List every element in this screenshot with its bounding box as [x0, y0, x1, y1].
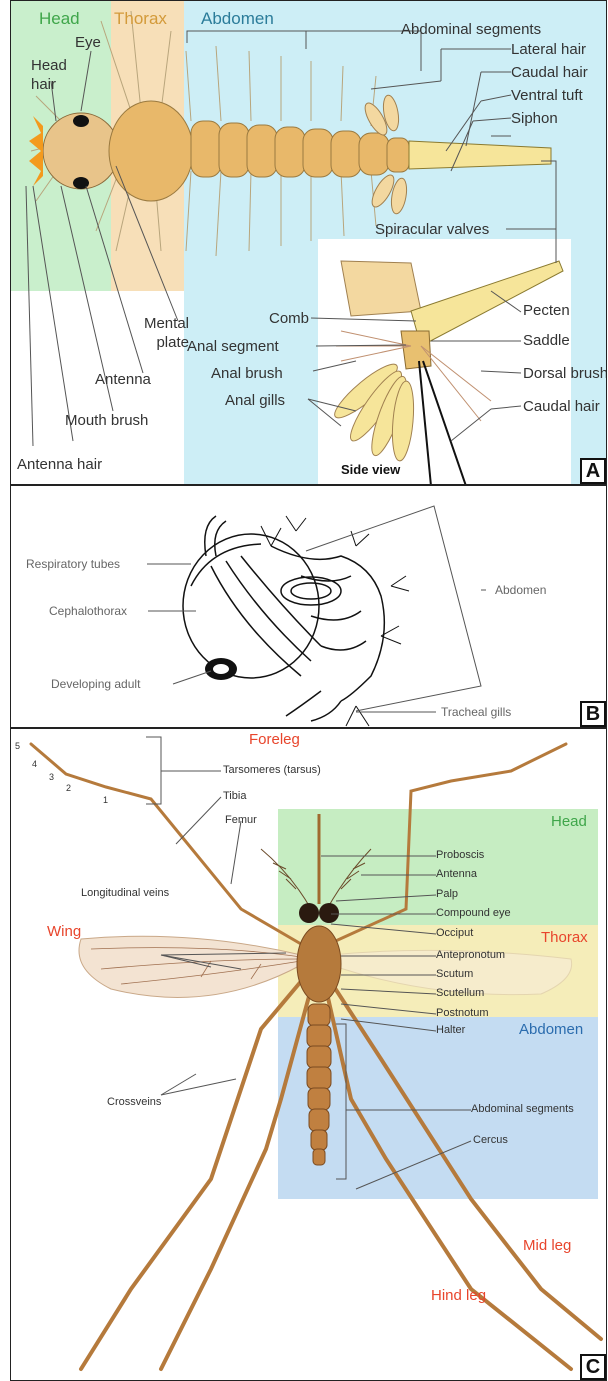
abdominal-segments-label: Abdominal segments — [401, 21, 541, 38]
anal-gills-label: Anal gills — [225, 392, 285, 409]
adult-mosquito-drawing — [11, 729, 607, 1381]
tarsus-number-4: 4 — [32, 759, 37, 769]
foreleg-label: Foreleg — [249, 731, 300, 748]
crossveins-label: Crossveins — [107, 1096, 161, 1108]
panel-b-badge: B — [580, 701, 606, 727]
tarsus-number-1: 1 — [103, 795, 108, 805]
head-region-label: Head — [39, 9, 80, 29]
palp-label: Palp — [436, 888, 458, 900]
panel-b-pupa: Respiratory tubes Cephalothorax Developi… — [10, 485, 607, 728]
thorax-region-label: Thorax — [541, 929, 588, 946]
tarsus-number-2: 2 — [66, 783, 71, 793]
head-region-label: Head — [551, 813, 587, 830]
abdomen-label: Abdomen — [495, 583, 546, 597]
comb-label: Comb — [269, 310, 309, 327]
panel-a-larva: Head Thorax Abdomen Eye Head hair Abdomi… — [10, 0, 607, 485]
panel-c-badge: C — [580, 1354, 606, 1380]
lateral-hair-label: Lateral hair — [511, 41, 586, 58]
abdomen-region-label: Abdomen — [519, 1021, 583, 1038]
pecten-label: Pecten — [523, 302, 570, 319]
halter-label: Halter — [436, 1024, 465, 1036]
saddle-label: Saddle — [523, 332, 570, 349]
caudal-hair-top-label: Caudal hair — [511, 64, 588, 81]
tracheal-gills-label: Tracheal gills — [441, 705, 511, 719]
panel-a-badge: A — [580, 458, 606, 484]
mental-plate-label: Mental plate — [129, 314, 189, 352]
mouth-brush-label: Mouth brush — [65, 412, 148, 429]
scutum-label: Scutum — [436, 968, 473, 980]
panel-c-adult: Foreleg Wing Mid leg Hind leg 5 4 3 2 1 … — [10, 728, 607, 1381]
wing-label: Wing — [47, 923, 81, 940]
tarsus-number-3: 3 — [49, 772, 54, 782]
spiracular-valves-label: Spiracular valves — [375, 221, 489, 238]
wing-left — [79, 936, 301, 997]
tibia-label: Tibia — [223, 790, 246, 802]
antenna-label: Antenna — [436, 868, 477, 880]
compound-eye-mark — [299, 903, 319, 923]
tarsus-number-5: 5 — [15, 741, 20, 751]
mid-leg-label: Mid leg — [523, 1237, 571, 1254]
siphon-label: Siphon — [511, 110, 558, 127]
cercus-label: Cercus — [473, 1134, 508, 1146]
femur-label: Femur — [225, 814, 257, 826]
thorax-region-label: Thorax — [114, 9, 167, 29]
side-view-label: Side view — [341, 462, 400, 477]
postnotum-label: Postnotum — [436, 1007, 489, 1019]
occiput-label: Occiput — [436, 927, 473, 939]
eye-label: Eye — [75, 34, 101, 51]
eye-mark — [73, 115, 89, 127]
dorsal-brush-label: Dorsal brush — [523, 365, 607, 382]
longitudinal-veins-label: Longitudinal veins — [81, 887, 169, 899]
hind-leg-label: Hind leg — [431, 1287, 486, 1304]
head-hair-label: Head hair — [31, 56, 71, 94]
ventral-tuft-label: Ventral tuft — [511, 87, 583, 104]
antenna-label: Antenna — [95, 371, 151, 388]
respiratory-tubes-label: Respiratory tubes — [26, 557, 120, 571]
antenna-hair-label: Antenna hair — [17, 456, 102, 473]
abdominal-segments-label: Abdominal segments — [471, 1103, 574, 1115]
scutellum-label: Scutellum — [436, 987, 484, 999]
proboscis-label: Proboscis — [436, 849, 484, 861]
thorax-mark — [297, 926, 341, 1002]
antepronotum-label: Antepronotum — [436, 949, 505, 961]
anal-brush-label: Anal brush — [211, 365, 283, 382]
compound-eye-label: Compound eye — [436, 907, 511, 919]
tarsomeres-label: Tarsomeres (tarsus) — [223, 764, 321, 776]
abdomen-region-label: Abdomen — [201, 9, 274, 29]
cephalothorax-label: Cephalothorax — [49, 604, 127, 618]
developing-adult-label: Developing adult — [51, 677, 140, 691]
anal-segment-label: Anal segment — [187, 338, 279, 355]
caudal-hair-bottom-label: Caudal hair — [523, 398, 600, 415]
